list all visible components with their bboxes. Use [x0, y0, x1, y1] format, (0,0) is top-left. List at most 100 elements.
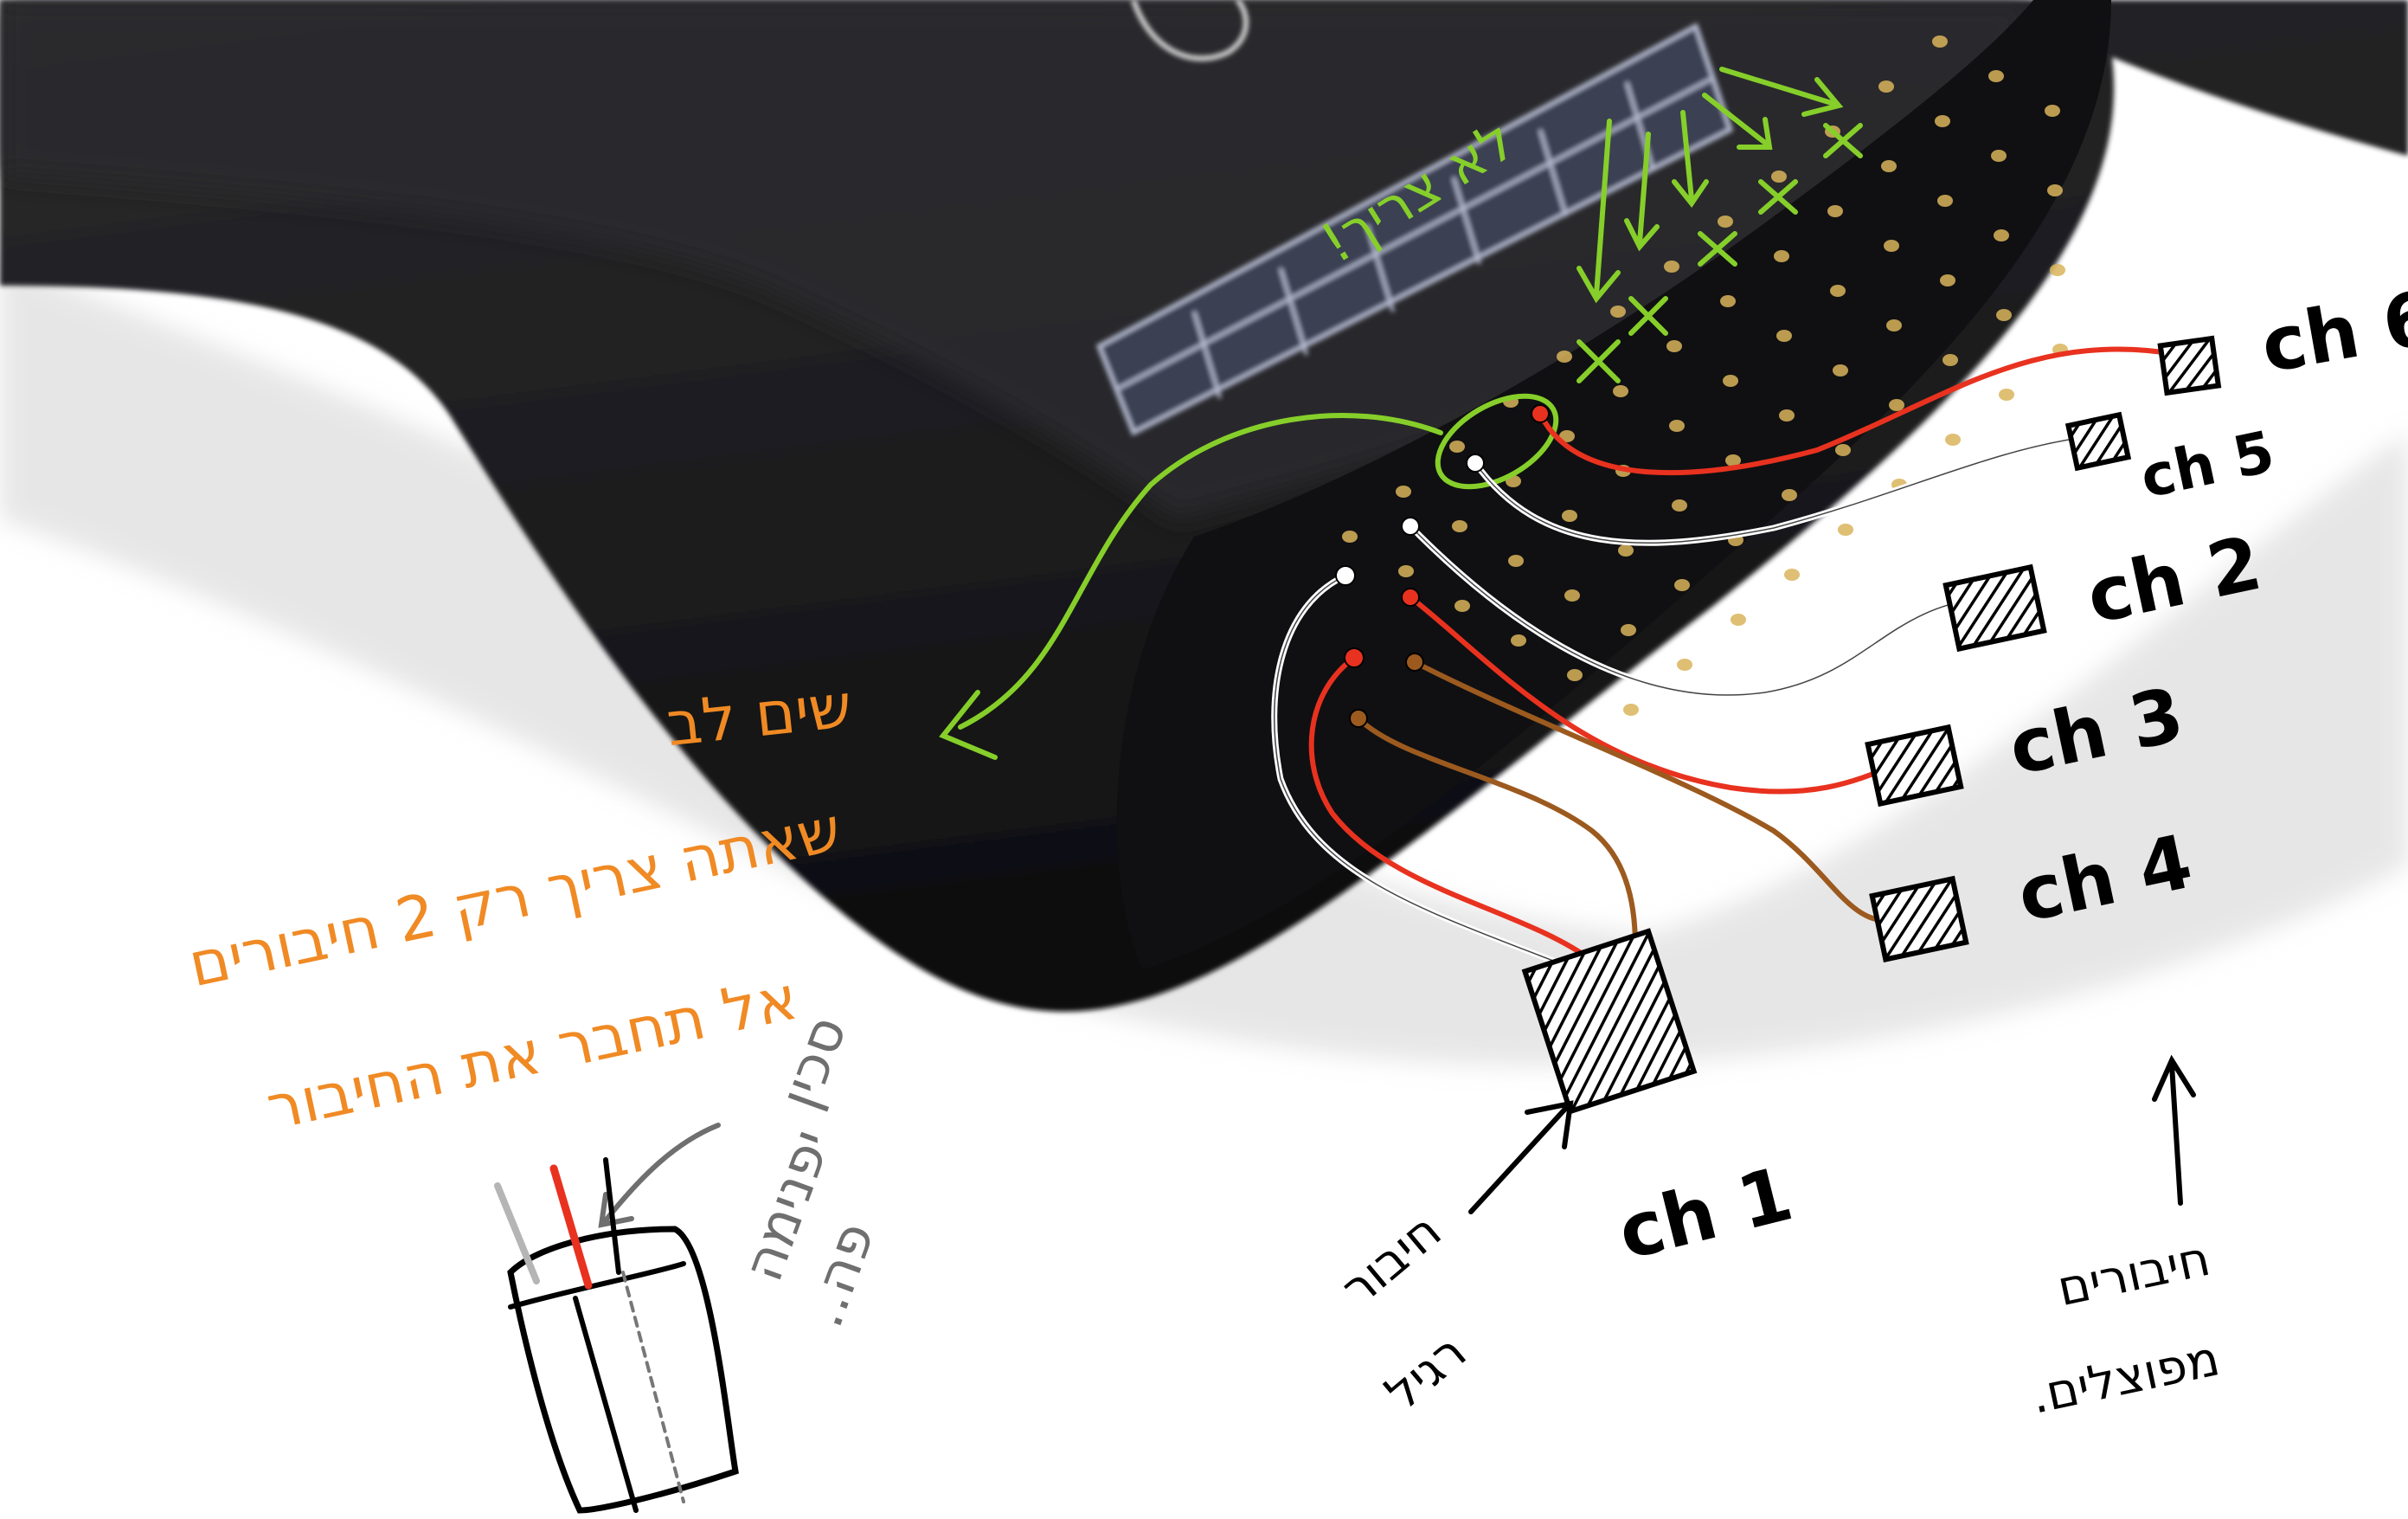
- cable-end-sketch: [494, 1157, 739, 1514]
- logo-swirl: [1131, 0, 1249, 61]
- header-pin: [1774, 250, 1789, 262]
- header-pin: [1988, 70, 2004, 82]
- header-pin: [1621, 624, 1636, 636]
- header-pin: [1452, 520, 1467, 532]
- header-pin: [1932, 35, 1948, 48]
- connector-ch2: [1942, 563, 2047, 653]
- orange-note-line2: שאתה צריך רק 2 חיבורים: [183, 794, 847, 1001]
- header-pin: [1827, 205, 1843, 217]
- header-pin: [1779, 409, 1795, 422]
- header-pin: [1994, 229, 2009, 241]
- wire-ch4-brown: [1412, 660, 1906, 924]
- header-pin: [1991, 150, 2007, 162]
- header-pin: [1782, 489, 1797, 501]
- header-pin: [1830, 285, 1846, 297]
- connector-ch6: [2157, 335, 2222, 396]
- header-pin: [1838, 524, 1853, 536]
- header-pin: [1723, 375, 1738, 387]
- header-pin: [1940, 274, 1955, 286]
- header-pin: [1511, 634, 1526, 647]
- header-pin: [1562, 510, 1577, 522]
- connectors: [1521, 335, 2222, 1115]
- split-note-line1: חיבורים: [2052, 1231, 2215, 1318]
- header-pin: [1999, 389, 2014, 401]
- arrow-to-ch1-icon: [1468, 1100, 1574, 1214]
- orange-note-line3: אל תחבר את החיבור: [260, 962, 803, 1144]
- arrow-up-icon: [2152, 1054, 2196, 1206]
- header-pin: [1396, 486, 1411, 498]
- header-pin: [1508, 555, 1524, 567]
- header-pin: [1449, 441, 1465, 453]
- header-pin: [1731, 614, 1746, 626]
- ch6-label: ch 6: [2255, 274, 2408, 390]
- regular-connection-note: חיבור רגיל: [1331, 1100, 1574, 1422]
- header-pins: [1342, 35, 2068, 716]
- orange-warning-note: שים לב שאתה צריך רק 2 חיבורים אל תחבר את…: [183, 670, 855, 1143]
- connector-ch3: [1865, 724, 1964, 808]
- header-pin: [1881, 160, 1897, 172]
- header-pin: [1725, 454, 1741, 467]
- header-pin: [2045, 105, 2060, 117]
- header-pin: [1559, 430, 1575, 442]
- header-pin: [1937, 195, 1953, 207]
- connector-ch1: [1521, 928, 1698, 1115]
- header-pin: [1784, 569, 1800, 581]
- header-pin: [1618, 544, 1634, 557]
- connector-ch4: [1869, 875, 1969, 963]
- header-pin: [1666, 340, 1682, 352]
- header-pin: [1398, 565, 1414, 577]
- green-x-1: [1576, 339, 1621, 383]
- header-pin: [1889, 399, 1904, 411]
- gray-arrow-icon: [598, 1123, 721, 1228]
- header-pin: [1564, 589, 1580, 602]
- pin-label-plate: [1095, 23, 1734, 436]
- header-pin: [2050, 264, 2065, 276]
- header-pin: [1677, 659, 1692, 671]
- header-pin: [1623, 704, 1639, 716]
- header-pin: [1557, 351, 1572, 363]
- green-circle: [1435, 393, 1559, 490]
- green-arrow-5: [1719, 67, 1844, 117]
- ch5-label: ch 5: [2135, 418, 2280, 512]
- header-pin: [1833, 364, 1848, 377]
- header-pin: [1771, 171, 1787, 183]
- green-arrow-1: [1576, 119, 1621, 304]
- header-pin: [1878, 80, 1894, 93]
- header-pin: [1454, 600, 1470, 612]
- green-x-4: [1758, 179, 1798, 215]
- split-note-line2: מפוצלים.: [2026, 1330, 2225, 1425]
- header-pin: [1674, 579, 1690, 591]
- header-pin: [1776, 330, 1792, 342]
- header-pin: [2047, 184, 2063, 196]
- green-x-2: [1628, 296, 1668, 336]
- regular-note-line2: רגיל: [1375, 1323, 1477, 1421]
- split-connection-note: חיבורים מפוצלים.: [2026, 1054, 2225, 1426]
- header-pin: [1567, 669, 1583, 681]
- header-pin: [1672, 499, 1687, 512]
- header-pin: [1996, 309, 2012, 321]
- green-x-3: [1698, 231, 1737, 267]
- wire-ch6-red: [1538, 346, 2183, 476]
- header-pin: [1342, 531, 1358, 543]
- header-pin: [1720, 295, 1736, 307]
- wire-ch3-red: [1408, 595, 1906, 795]
- wire-ch1-brown: [1356, 716, 1638, 955]
- wires: [1271, 346, 2183, 964]
- green-x-5: [1823, 123, 1863, 158]
- header-pin: [1942, 354, 1958, 366]
- cable-red-strand: [549, 1164, 593, 1290]
- green-arrow-3: [1672, 110, 1709, 209]
- wire-ch1-red: [1308, 655, 1595, 963]
- green-arrow-4: [1702, 93, 1773, 150]
- header-pin: [1610, 306, 1626, 318]
- header-pin: [1669, 420, 1685, 432]
- connector-ch5: [2064, 411, 2132, 472]
- green-arrow-2: [1624, 132, 1660, 252]
- header-pin: [1835, 444, 1851, 456]
- ch1-label: ch 1: [1610, 1150, 1801, 1277]
- header-pin: [1613, 385, 1628, 397]
- header-pin: [1886, 319, 1902, 331]
- header-pin: [1664, 261, 1679, 273]
